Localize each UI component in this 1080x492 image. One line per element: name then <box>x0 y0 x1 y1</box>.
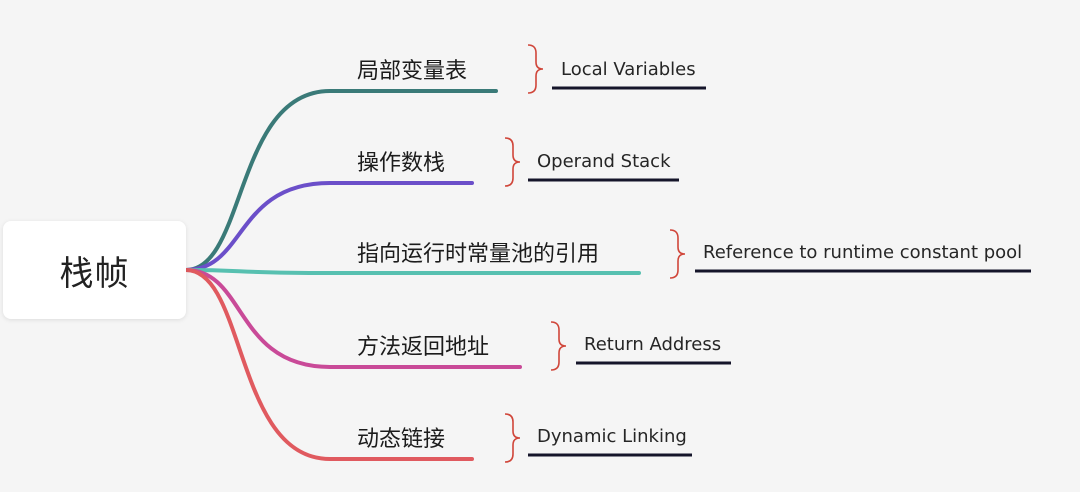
english-label-local-variables: Local Variables <box>561 59 696 80</box>
curly-brace-operand-stack <box>504 137 521 187</box>
branch-connector-local-variables <box>184 89 498 272</box>
root-node[interactable]: 栈帧 <box>3 221 186 319</box>
english-label-return-address: Return Address <box>584 334 722 355</box>
root-node-label: 栈帧 <box>59 253 130 294</box>
curly-brace-local-variables <box>527 44 544 94</box>
branch-connector-runtime-constant-pool-ref <box>184 268 641 275</box>
curly-brace-dynamic-linking <box>504 413 521 463</box>
branch-label-runtime-constant-pool-ref: 指向运行时常量池的引用 <box>357 242 600 267</box>
english-label-operand-stack: Operand Stack <box>537 151 671 172</box>
curly-brace-return-address <box>550 321 567 371</box>
english-label-dynamic-linking: Dynamic Linking <box>537 426 687 447</box>
branch-label-operand-stack: 操作数栈 <box>357 151 446 176</box>
branch-label-dynamic-linking: 动态链接 <box>357 427 446 452</box>
branch-connector-operand-stack <box>184 181 474 272</box>
branch-label-return-address: 方法返回地址 <box>357 335 490 360</box>
english-label-runtime-constant-pool-ref: Reference to runtime constant pool <box>703 242 1023 263</box>
curly-brace-runtime-constant-pool-ref <box>669 229 686 279</box>
branch-connector-return-address <box>184 268 522 369</box>
branch-connector-dynamic-linking <box>184 268 474 461</box>
branch-label-local-variables: 局部变量表 <box>357 59 468 84</box>
